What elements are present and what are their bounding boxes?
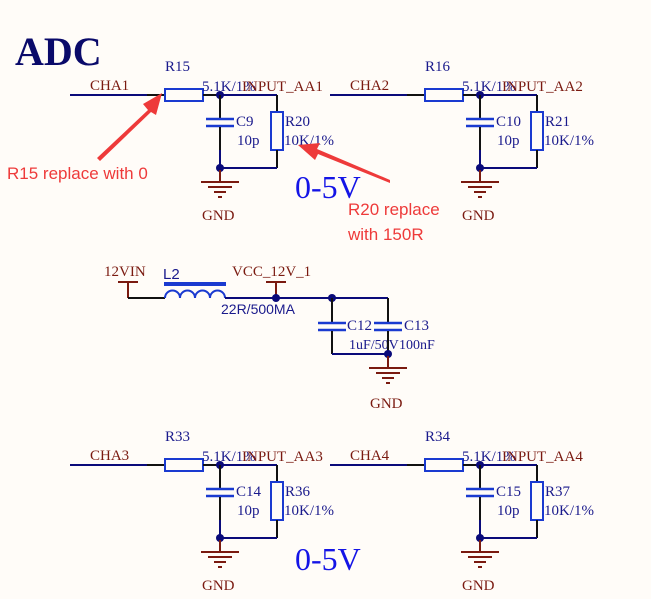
series-resistor-value: 5.1K/1% — [462, 449, 516, 465]
pulldown-resistor — [270, 111, 284, 151]
annotation-r20-line1: R20 replace — [348, 200, 440, 219]
ground-icon — [200, 169, 240, 198]
ground-icon — [200, 539, 240, 568]
net-label-vcc12v: VCC_12V_1 — [232, 264, 311, 280]
ground-label: GND — [202, 208, 235, 224]
series-resistor — [424, 458, 464, 472]
inductor-coil-icon — [164, 289, 226, 299]
net-label-in: CHA1 — [90, 78, 129, 94]
capacitor-value: 10p — [497, 503, 520, 519]
ground-label: GND — [370, 396, 403, 412]
range-label-bottom: 0-5V — [295, 541, 361, 577]
series-resistor — [164, 88, 204, 102]
pulldown-resistor-value: 10K/1% — [544, 503, 594, 519]
cap-ref-c12: C12 — [347, 318, 372, 334]
series-resistor — [164, 458, 204, 472]
junction — [476, 534, 484, 542]
net-label-12vin: 12VIN — [104, 264, 146, 280]
net-label-in: CHA3 — [90, 448, 129, 464]
pulldown-resistor — [270, 481, 284, 521]
net-label-in: CHA4 — [350, 448, 390, 464]
series-resistor-ref: R34 — [425, 429, 451, 445]
ground-icon — [460, 169, 500, 198]
series-resistor-ref: R16 — [425, 59, 451, 75]
ground-label: GND — [462, 578, 495, 594]
annotation-r15: R15 replace with 0 — [7, 93, 162, 183]
capacitor-value: 10p — [237, 503, 260, 519]
inductor-bar — [164, 282, 226, 286]
ground-icon — [368, 355, 408, 384]
pulldown-resistor-ref: R20 — [285, 114, 310, 130]
inductor-value: 22R/500MA — [221, 301, 296, 317]
series-resistor-value: 5.1K/1% — [462, 79, 516, 95]
capacitor-value: 10p — [497, 133, 520, 149]
cap-ref-c13: C13 — [404, 318, 429, 334]
series-resistor-ref: R15 — [165, 59, 190, 75]
net-label-out: INPUT_AA3 — [242, 449, 323, 465]
series-resistor-value: 5.1K/1% — [202, 449, 256, 465]
ground-label: GND — [202, 578, 235, 594]
junction — [476, 164, 484, 172]
cap-value-c13: 100nF — [399, 338, 435, 353]
capacitor-ref: C15 — [496, 484, 521, 500]
arrow-icon — [97, 93, 162, 161]
pulldown-resistor-ref: R36 — [285, 484, 311, 500]
capacitor-value: 10p — [237, 133, 260, 149]
annotation-r15-text: R15 replace with 0 — [7, 164, 148, 183]
capacitor-ref: C9 — [236, 114, 254, 130]
pulldown-resistor-value: 10K/1% — [284, 503, 334, 519]
annotation-r20-line2: with 150R — [347, 225, 424, 244]
ground-label: GND — [462, 208, 495, 224]
cap-value-c12: 1uF/50V — [349, 338, 399, 353]
arrow-icon — [298, 143, 390, 183]
page-title: ADC — [15, 29, 102, 74]
net-label-out: INPUT_AA2 — [502, 79, 583, 95]
junction — [216, 534, 224, 542]
range-label-top: 0-5V — [295, 169, 361, 205]
junction — [216, 164, 224, 172]
junction — [384, 350, 392, 358]
series-resistor — [424, 88, 464, 102]
pulldown-resistor-value: 10K/1% — [544, 133, 594, 149]
pulldown-resistor-value: 10K/1% — [284, 133, 334, 149]
net-label-in: CHA2 — [350, 78, 389, 94]
power-filter: 12VIN L2 22R/500MA VCC_12V_1 C12 1uF/50V… — [104, 264, 435, 412]
net-label-out: INPUT_AA1 — [242, 79, 323, 95]
series-resistor-value: 5.1K/1% — [202, 79, 256, 95]
net-label-out: INPUT_AA4 — [502, 449, 583, 465]
capacitor-ref: C10 — [496, 114, 521, 130]
series-resistor-ref: R33 — [165, 429, 190, 445]
capacitor-ref: C14 — [236, 484, 262, 500]
ground-icon — [460, 539, 500, 568]
junction — [272, 294, 280, 302]
annotation-r20: R20 replace with 150R — [298, 143, 440, 244]
pulldown-resistor-ref: R21 — [545, 114, 570, 130]
pulldown-resistor — [530, 111, 544, 151]
pulldown-resistor-ref: R37 — [545, 484, 571, 500]
pulldown-resistor — [530, 481, 544, 521]
inductor-ref: L2 — [163, 266, 180, 283]
